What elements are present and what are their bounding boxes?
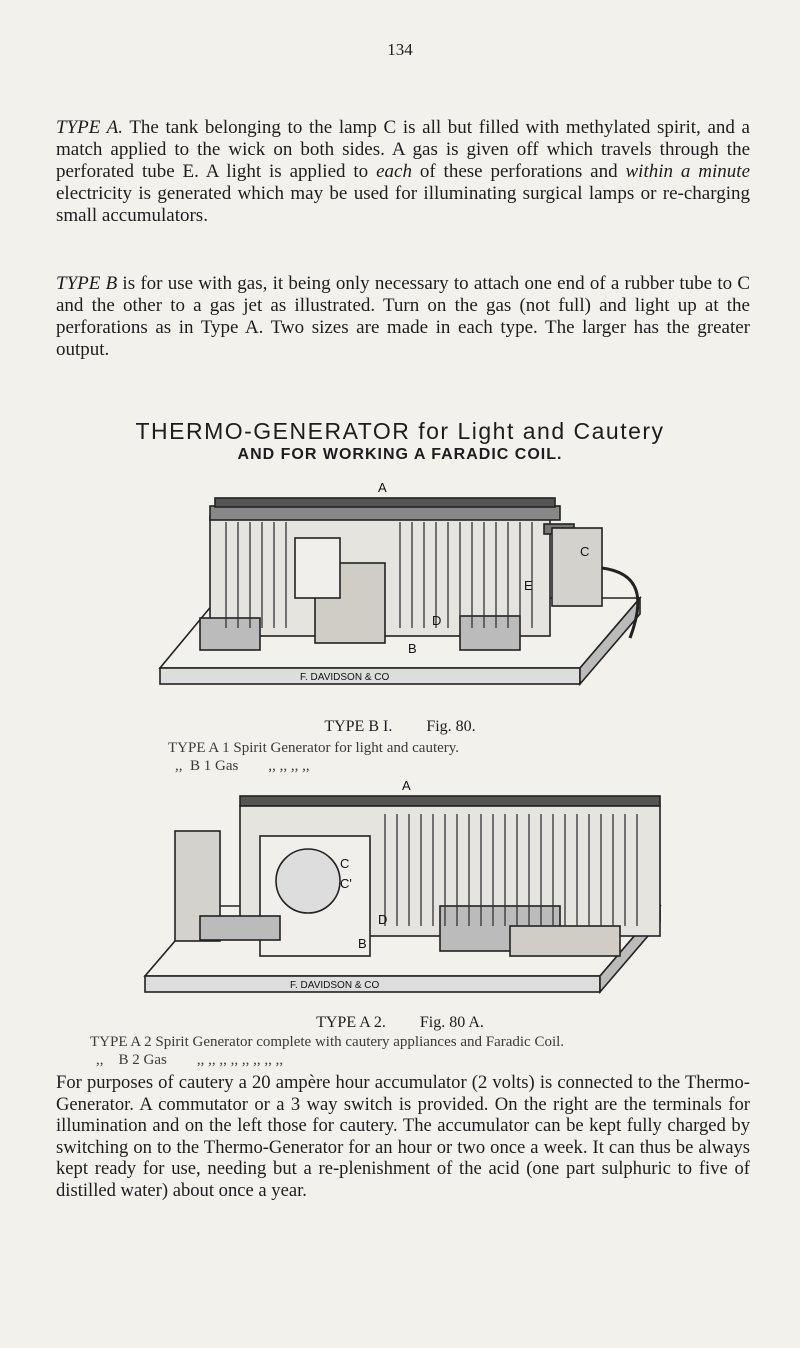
fig2-caption-type: TYPE A 2. <box>316 1014 386 1031</box>
type-a-emphasis-minute: within a minute <box>625 161 751 182</box>
fig1-maker-mark: F. DAVIDSON & CO <box>300 672 389 683</box>
fig2-ditto-pre: ,, <box>96 1052 104 1068</box>
type-b-label: TYPE B <box>56 273 118 294</box>
fig2-label-a: A <box>402 778 411 793</box>
fig2-line2-main: B 2 Gas <box>118 1052 167 1068</box>
fig2-caption-fig: Fig. 80 A. <box>419 1014 484 1031</box>
fig1-switch-panel <box>294 537 341 599</box>
main-heading: THERMO-GENERATOR for Light and Cautery <box>135 418 665 444</box>
fig2-maker-mark: F. DAVIDSON & CO <box>290 980 379 991</box>
fig2-dial <box>275 848 341 914</box>
fig1-ditto-pre: ,, <box>175 758 183 774</box>
fig1-caption-fig: Fig. 80. <box>426 718 476 735</box>
fig2-fins <box>384 814 638 926</box>
type-a-text-2: of these perforations and <box>411 161 626 182</box>
type-a-emphasis-each: each <box>376 161 412 182</box>
sub-heading: AND FOR WORKING A FARADIC COIL. <box>237 446 563 463</box>
figure-type-b1-illustration: A B D E C F. DAVIDSON & CO <box>158 480 642 687</box>
fig1-label-d: D <box>432 613 441 628</box>
paragraph-type-b: TYPE B is for use with gas, it being onl… <box>56 273 750 361</box>
fig1-lamp-cylinder <box>551 527 603 607</box>
fig1-fins <box>225 522 533 628</box>
fig1-ditto-marks: ,, ,, ,, ,, <box>268 758 310 774</box>
fig1-description-line2: ,, B 1 Gas ,, ,, ,, ,, <box>175 758 310 775</box>
type-a-text-3: electricity is generated which may be us… <box>56 183 750 226</box>
paragraph-cautery: For purposes of cautery a 20 ampère hour… <box>56 1072 750 1201</box>
fig1-top-rail <box>214 497 556 508</box>
fig1-caption: TYPE B I. Fig. 80. <box>0 718 800 736</box>
fig2-label-d: D <box>378 912 387 927</box>
fig2-label-c: C <box>340 856 349 871</box>
fig2-ditto-marks: ,, ,, ,, ,, ,, ,, ,, ,, <box>196 1052 284 1068</box>
fig1-line2-main: B 1 Gas <box>190 758 239 774</box>
fig1-label-e: E <box>524 578 533 593</box>
fig2-caption: TYPE A 2. Fig. 80 A. <box>0 1014 800 1032</box>
fig2-label-b: B <box>358 936 367 951</box>
fig2-label-c-prime: C' <box>340 876 352 891</box>
fig2-top-rail <box>239 795 661 807</box>
fig1-description-line1: TYPE A 1 Spirit Generator for light and … <box>168 740 460 756</box>
type-a-label: TYPE A. <box>56 117 124 138</box>
fig2-description-line2: ,, B 2 Gas ,, ,, ,, ,, ,, ,, ,, ,, <box>96 1052 283 1069</box>
fig1-label-b: B <box>408 641 417 656</box>
fig1-label-a: A <box>378 480 387 495</box>
fig2-description-line1: TYPE A 2 Spirit Generator complete with … <box>90 1034 565 1050</box>
figure-type-a2-illustration: A B C C' D F. DAVIDSON & CO <box>143 778 662 995</box>
fig1-gas-tube <box>601 566 640 639</box>
fig1-label-c: C <box>580 544 589 559</box>
type-b-text: is for use with gas, it being only neces… <box>56 273 751 360</box>
type-a-text-1: The tank belonging to the lamp C is all … <box>56 117 750 182</box>
fig2-coil-reel <box>199 915 281 941</box>
paragraph-type-a: TYPE A. The tank belonging to the lamp C… <box>56 117 750 227</box>
fig1-top-bar <box>209 505 561 521</box>
fig1-caption-type: TYPE B I. <box>324 718 393 735</box>
page-number: 134 <box>387 40 413 59</box>
